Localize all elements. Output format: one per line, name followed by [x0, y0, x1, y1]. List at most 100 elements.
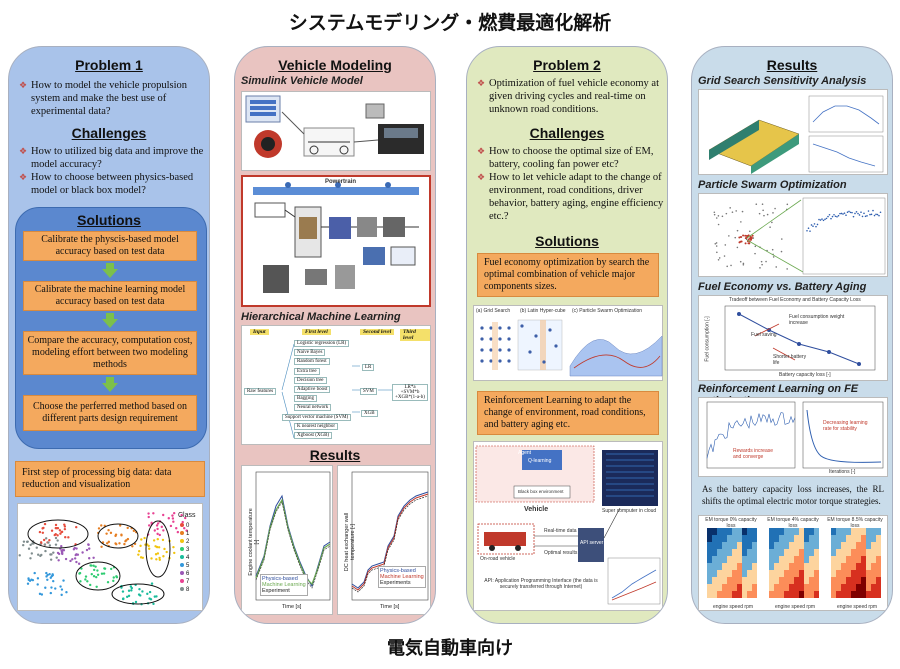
- grid-search-figure: [698, 89, 888, 175]
- challenges1-heading: Challenges: [71, 125, 147, 141]
- class-legend-item: 3: [180, 546, 189, 554]
- results-heading: Results: [766, 57, 818, 73]
- class-legend-item: 7: [180, 578, 189, 586]
- simulink-title: Simulink Vehicle Model: [241, 75, 363, 87]
- heatmaps-svg: [707, 528, 881, 598]
- rl-q-learning-label: Q-learning: [528, 458, 552, 464]
- level-second: Second level: [360, 329, 395, 335]
- flow-arrow-1: [106, 263, 114, 269]
- heatmap-title-0: EM torque 0% capacity loss: [705, 517, 757, 529]
- flow-arrow-2-head: [102, 319, 118, 328]
- coolant-temp-plot: Engine coolant temperature [-] Time [s] …: [241, 465, 333, 615]
- legend-label: 1: [186, 531, 190, 537]
- simulink-model-figure: [241, 91, 431, 171]
- flow-arrow-1-head: [102, 269, 118, 278]
- rl-xlabel: Iterations [-]: [829, 469, 856, 475]
- first-level-model: Neural network: [294, 404, 332, 412]
- em-torque-heatmaps: EM torque 0% capacity loss EM torque 4% …: [698, 515, 888, 611]
- heat-exchanger-legend: Physics-based Machine Learning Experimen…: [378, 566, 426, 588]
- method-latin-hypercube: (b) Latin Hyper-cube: [520, 308, 566, 314]
- powertrain-diagram-svg: [253, 182, 419, 293]
- solutions1-heading: Solutions: [77, 212, 141, 228]
- first-level-model: Logistic regression (LR): [294, 340, 350, 347]
- rl-supercomputer-label: Super computer in cloud: [602, 508, 657, 514]
- fe-xlabel: Battery capacity loss [-]: [779, 372, 831, 378]
- problem2-bullet: Optimization of fuel vehicle economy at …: [477, 77, 667, 116]
- first-level-model: K nearest neighbor: [294, 422, 339, 430]
- legend-dot: [180, 539, 184, 543]
- step-4-box: Choose the perferred method based on dif…: [23, 395, 197, 431]
- legend-physics: Physics-based: [262, 576, 298, 582]
- challenges2-bullet-2: How to let vehicle adapt to the change o…: [477, 171, 667, 223]
- rl-architecture-figure: Agent Q-learning Black box environment V…: [473, 441, 663, 611]
- legend-dot: [180, 563, 184, 567]
- rl-fe-figure: Rewards increase and converge Decreasing…: [698, 397, 888, 477]
- second-level-xgb: XGB: [361, 410, 378, 417]
- legend-dot: [180, 555, 184, 559]
- rl-box: Reinforcement Learning to adapt the chan…: [477, 391, 659, 435]
- heat-exchanger-xlabel: Time [s]: [380, 604, 400, 610]
- class-legend-item: 5: [180, 562, 189, 570]
- hml-diagram: Input First level Second level Third lev…: [241, 325, 431, 445]
- step-3-box: Compare the accuracy, computation cost, …: [23, 331, 197, 375]
- fe-annotation-battery: Shorter battery life: [773, 354, 807, 366]
- class-legend-item: 8: [180, 586, 189, 594]
- fe-vs-aging-svg: [724, 305, 876, 371]
- legend-label: 3: [186, 547, 190, 553]
- heat-exchanger-plot: DC heat exchanger wall temperature [-] T…: [337, 465, 431, 615]
- vehicle-modeling-heading: Vehicle Modeling: [278, 57, 392, 73]
- fe-optimization-box: Fuel economy optimization by search the …: [477, 253, 659, 297]
- cluster-outline: [75, 561, 121, 591]
- class-legend-item: 2: [180, 538, 189, 546]
- level-third: Third level: [400, 329, 430, 341]
- legend-dot: [180, 547, 184, 551]
- coolant-legend: Physics-based Machine Learning Experimen…: [260, 574, 308, 596]
- rl-api-server-label: API server: [580, 540, 604, 546]
- page-footer: 電気自動車向け: [387, 638, 513, 659]
- vehicle-results-heading: Results: [309, 447, 361, 463]
- heatmap-xlabel-0: engine speed rpm: [713, 604, 754, 610]
- coolant-xlabel: Time [s]: [282, 604, 302, 610]
- problem2-heading: Problem 2: [533, 57, 601, 73]
- legend-label: 4: [186, 555, 190, 561]
- challenges2-bullet-1: How to choose the optimal size of EM, ba…: [477, 145, 667, 171]
- search-methods-svg: [480, 319, 663, 377]
- second-level-lr: LR: [362, 364, 375, 371]
- cluster-outline: [145, 520, 171, 578]
- cluster-outline: [111, 583, 165, 605]
- first-level-model: Naive Bayes: [294, 349, 326, 357]
- fe-vs-aging-figure: Tradeoff between Fuel Economy and Batter…: [698, 295, 888, 381]
- powertrain-label: Powertrain: [325, 179, 357, 185]
- fe-annotation-saving: Fuel saving: [751, 332, 777, 338]
- raw-features: Raw features: [244, 388, 277, 395]
- class-legend-item: 4: [180, 554, 189, 562]
- flow-arrow-2: [106, 313, 114, 319]
- results-paragraph: As the battery capacity loss increases, …: [702, 484, 884, 506]
- rl-fe-svg: [706, 401, 884, 469]
- results-column: Results Grid Search Sensitivity Analysis…: [691, 46, 893, 624]
- challenges1-bullet-2: How to choose between physics-based mode…: [19, 171, 209, 197]
- level-first: First level: [302, 329, 331, 335]
- coolant-ylabel: Engine coolant temperature [-]: [248, 508, 260, 576]
- page-title: システムモデリング・燃費最適化解析: [288, 12, 612, 34]
- cluster-outline: [97, 523, 139, 549]
- rl-onroad-label: On-road vehicle: [480, 556, 516, 562]
- motor-icon: [329, 217, 351, 239]
- legend-label: 8: [186, 587, 190, 593]
- level-input: Input: [250, 329, 269, 335]
- solutions2-heading: Solutions: [535, 233, 599, 249]
- pso-figure: [698, 193, 888, 277]
- legend-physics: Physics-based: [380, 568, 416, 574]
- class-legend-item: 6: [180, 570, 189, 578]
- legend-label: 7: [186, 579, 190, 585]
- third-level-ensemble: LR*a +SVM*b +XGB*(1-a-b): [392, 384, 428, 401]
- simulink-diagram-svg: [245, 95, 424, 158]
- legend-experiment: Experiment: [262, 588, 290, 594]
- cluster-outline: [27, 519, 89, 549]
- hml-title: Hierarchical Machine Learning: [241, 311, 401, 323]
- pso-svg: [713, 197, 886, 275]
- legend-dot: [180, 587, 184, 591]
- flow-arrow-3: [106, 377, 114, 383]
- legend-dot: [180, 531, 184, 535]
- heatmap-xlabel-8: engine speed rpm: [837, 604, 878, 610]
